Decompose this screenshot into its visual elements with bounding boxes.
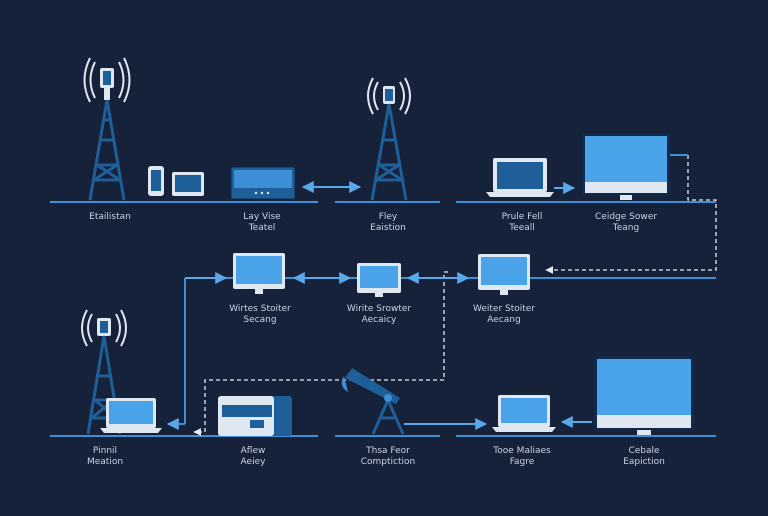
smartphone-icon [148,166,164,196]
desktop-monitor-icon [478,254,530,295]
laptop-icon [492,395,556,432]
label-line: Eapiction [623,457,665,467]
label-line: Thsa Feor [366,446,410,456]
node-label-etailistan: Etailistan [50,212,170,223]
desktop-monitor-icon [357,263,401,297]
pump-jack-icon [341,368,405,435]
label-line: Teatel [248,223,276,233]
label-line: Lay Vise [243,212,281,222]
label-line: Pinnil [92,446,118,456]
label-line: Fagre [509,457,535,467]
label-line: Aflew [240,446,266,456]
label-line: Secang [243,315,277,325]
label-line: Cebale [628,446,660,456]
label-line: Weiter Stoiter [472,304,536,314]
tablet-icon [172,172,204,196]
label-line: Eaistion [370,223,406,233]
label-line: Aecaicy [361,315,397,325]
label-line: Meation [86,457,124,467]
label-line: Comptiction [360,457,416,467]
cell-tower-icon [81,309,127,435]
label-line: Teang [612,223,640,233]
desktop-monitor-icon [233,253,285,294]
label-line: Aecang [487,315,521,325]
dashed-route-right [545,155,717,274]
label-line: Aeiey [240,457,266,467]
label-line: Wirite Srowter [346,304,412,314]
cell-tower-icon [83,57,131,201]
desktop-monitor-icon [594,356,694,435]
label-line: Tooe Maliaes [493,446,551,456]
label-line: Wirtes Stoiter [229,304,291,314]
laptop-icon [100,398,162,433]
desktop-monitor-icon [582,133,670,200]
cell-tower-icon [367,77,411,201]
laptop-icon [486,158,554,197]
label-line: Ceidge Sower [595,212,657,222]
label-line: Prule Fell [501,212,543,222]
label-line: Fley [378,212,398,222]
label-line: Etailistan [89,212,131,222]
label-line: Teeall [509,223,535,233]
server-box-icon [218,396,292,436]
router-icon [230,166,296,200]
